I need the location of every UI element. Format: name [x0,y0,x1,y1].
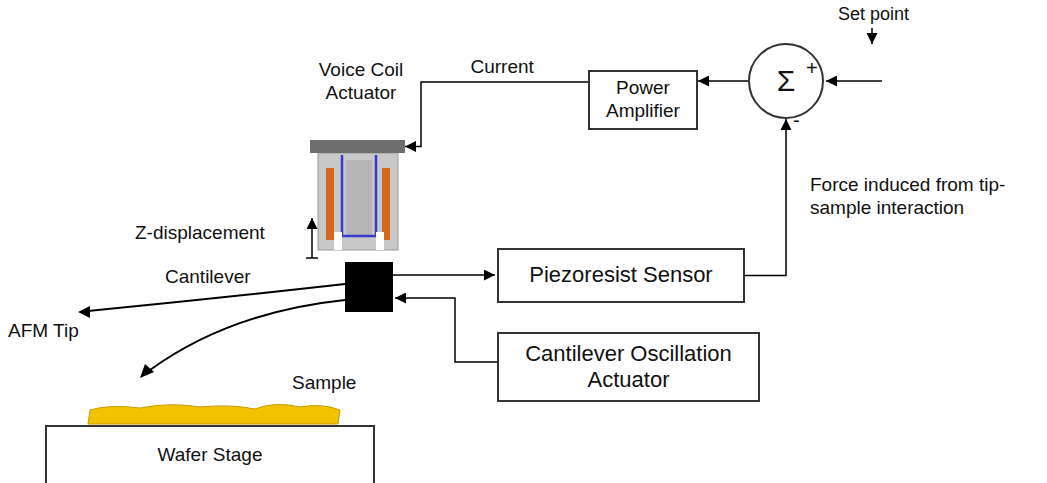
actuator-box: Cantilever Oscillation Actuator [497,332,760,402]
node-text: Cantilever Oscillation Actuator [499,341,758,394]
axis-label: Z-displacement [135,222,265,245]
air-gap [334,232,342,250]
connector [745,119,786,276]
magnet-core [346,160,372,236]
part-label: Cantilever [165,266,251,289]
cantilever-beam-deflected [150,300,345,370]
signal-label: Set point [838,4,909,26]
coil-housing [318,153,398,250]
afm-tip [140,364,154,378]
node-text: Voice Coil Actuator [300,59,422,105]
node-text: Piezoresist Sensor [529,262,712,288]
setpoint-line [826,80,882,82]
node-text: Wafer Stage [158,444,263,467]
connector [698,80,748,82]
connector [405,82,588,147]
sample [88,404,340,424]
cantilever-beam [88,284,345,311]
part-label: AFM Tip [8,320,79,343]
signal-arrow [395,298,497,362]
edge-label: Force induced from tip-sample interactio… [808,174,1037,220]
z-tick [306,257,318,259]
part-label: Sample [292,372,356,395]
cantilever-holder [345,262,393,312]
coil-winding [382,168,390,240]
coil-winding [326,168,334,240]
air-gap [376,232,384,250]
plus-sign: + [806,56,818,80]
minus-sign: - [793,108,800,132]
z-arrow [311,218,313,258]
afm-tip [78,306,90,318]
coil-cap [310,140,405,153]
setpoint-arrow [871,28,873,44]
amplifier-box: Power Amplifier [588,70,698,130]
edge-label: Current [469,56,536,79]
wafer-stage: Wafer Stage [45,425,375,483]
coil-former [342,155,376,236]
node-text: Power Amplifier [590,77,696,123]
node-text: Σ [777,63,796,99]
signal-arrow [393,274,495,276]
summing-junction: Σ [748,43,824,119]
actuator-label: Voice Coil Actuator [300,52,422,112]
sensor-box: Piezoresist Sensor [497,248,745,303]
